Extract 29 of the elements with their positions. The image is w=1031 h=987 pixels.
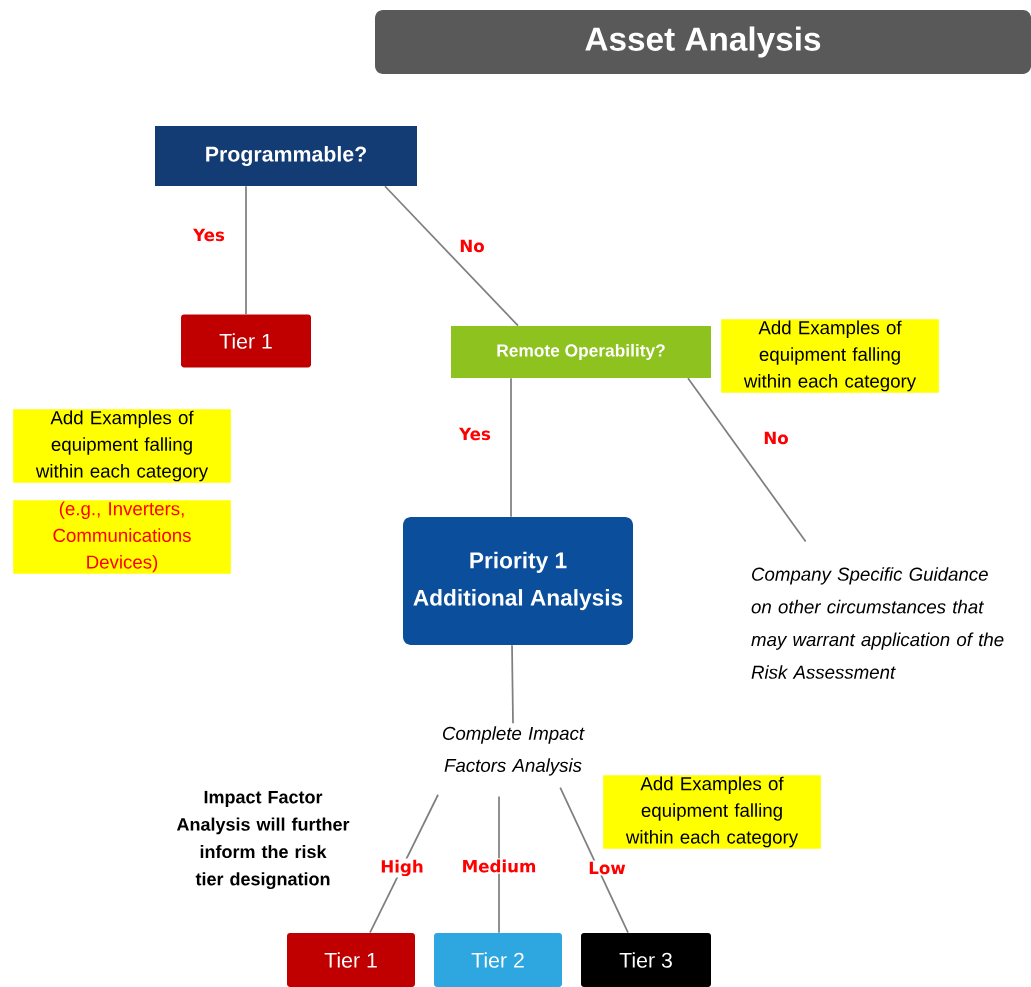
connector-line	[511, 644, 514, 725]
note-text: Add Examples of equipment falling within each category	[13, 409, 231, 483]
note-text: Add Examples of equipment falling within each category	[721, 319, 939, 393]
step-text: Complete Impact Factors Analysis	[442, 726, 585, 776]
edge-label: No	[762, 430, 791, 446]
connector-line	[384, 185, 519, 327]
edge-label: Yes	[457, 426, 493, 442]
note-text: Add Examples of equipment falling within each category	[603, 775, 821, 849]
priority-box: Priority 1 Additional Analysis	[403, 517, 633, 645]
tier-box: Tier 1	[181, 314, 311, 368]
decision-box: Programmable?	[155, 126, 417, 186]
tier-box: Tier 3	[581, 933, 711, 987]
edge-label: No	[457, 238, 487, 254]
decision-box: Remote Operability?	[451, 326, 711, 378]
tier-box: Tier 1	[287, 933, 415, 987]
guidance-text: Company Specific Guidance on other circumstances that may warrant application of the Risk Assessment	[751, 567, 1004, 679]
note-text: (e.g., Inverters, Communications Devices)	[13, 500, 231, 574]
connector-line	[687, 377, 807, 543]
edge-label: Low	[586, 860, 628, 876]
connector-line	[510, 377, 512, 518]
connector-line	[245, 185, 247, 316]
connector-line	[559, 786, 629, 934]
tier-box: Tier 2	[434, 933, 562, 987]
title-banner: Asset Analysis	[375, 10, 1031, 74]
edge-label: High	[378, 858, 426, 878]
note-text: Impact Factor Analysis will further inform the risk tier designation	[176, 790, 350, 890]
edge-label: Medium	[460, 858, 538, 874]
connector-line	[498, 795, 500, 934]
edge-label: Yes	[191, 227, 227, 243]
